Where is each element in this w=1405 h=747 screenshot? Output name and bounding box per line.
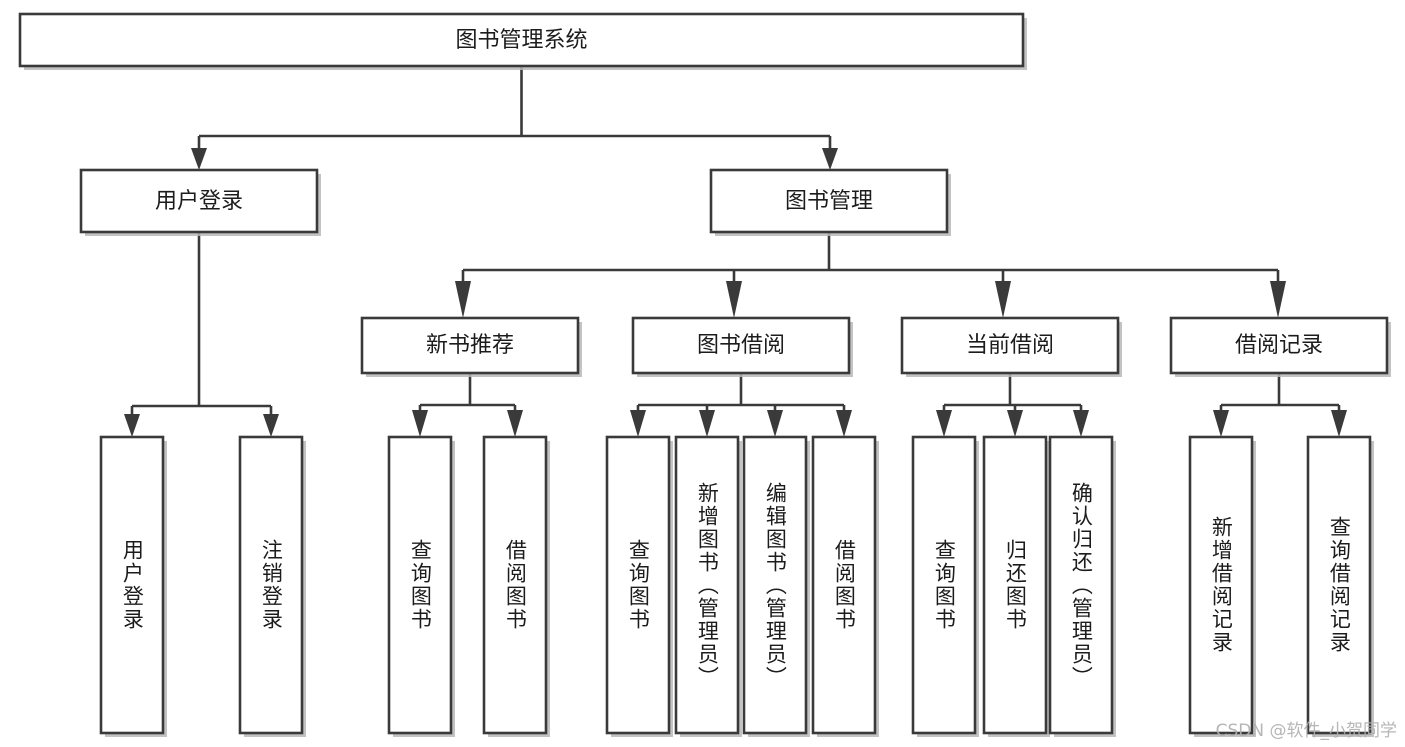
node-borrow-record-label: 借阅记录 bbox=[1235, 333, 1323, 358]
arrow-head-leaf-borrow-book-2 bbox=[836, 410, 852, 437]
node-user-login[interactable]: 用户登录 bbox=[79, 168, 321, 236]
leaf-boxes bbox=[99, 435, 1374, 737]
arrow-head-user-login bbox=[191, 148, 207, 170]
arrow-head-book-manage bbox=[822, 148, 838, 170]
node-layer: 图书管理系统 用户登录 图书管理 新书推荐 bbox=[18, 12, 1391, 737]
node-leaf-logout[interactable] bbox=[238, 435, 306, 737]
node-leaf-borrow-book-1[interactable] bbox=[482, 435, 550, 737]
arrow-head-leaf-user-login bbox=[124, 414, 140, 437]
node-book-borrow-label: 图书借阅 bbox=[697, 333, 785, 358]
node-leaf-query-book-3[interactable] bbox=[911, 435, 979, 737]
node-leaf-query-book-2[interactable] bbox=[605, 435, 673, 737]
node-leaf-query-borrow-record[interactable] bbox=[1306, 435, 1374, 737]
arrow-head-leaf-return-book bbox=[1007, 410, 1023, 437]
node-leaf-return-book[interactable] bbox=[982, 435, 1050, 737]
arrow-head-leaf-edit-book-admin bbox=[767, 410, 783, 437]
node-leaf-user-login[interactable] bbox=[99, 435, 167, 737]
node-leaf-edit-book-admin[interactable] bbox=[742, 435, 810, 737]
connector-layer bbox=[124, 66, 1347, 437]
node-new-book-recommend[interactable]: 新书推荐 bbox=[360, 316, 582, 377]
node-leaf-borrow-book-2[interactable] bbox=[811, 435, 879, 737]
node-borrow-record[interactable]: 借阅记录 bbox=[1169, 316, 1391, 377]
arrow-head-new-book-recommend bbox=[455, 281, 471, 318]
node-leaf-add-book-admin[interactable] bbox=[674, 435, 742, 737]
node-leaf-add-borrow-record[interactable] bbox=[1188, 435, 1256, 737]
node-book-manage[interactable]: 图书管理 bbox=[709, 168, 951, 236]
node-current-borrow-label: 当前借阅 bbox=[966, 333, 1054, 358]
node-current-borrow[interactable]: 当前借阅 bbox=[900, 316, 1122, 377]
arrow-head-leaf-query-book-3 bbox=[936, 410, 952, 437]
node-root[interactable]: 图书管理系统 bbox=[18, 12, 1027, 70]
arrow-head-leaf-query-book-1 bbox=[412, 410, 428, 437]
node-user-login-label: 用户登录 bbox=[155, 189, 243, 214]
node-book-borrow[interactable]: 图书借阅 bbox=[631, 316, 853, 377]
arrow-head-borrow-record bbox=[1270, 281, 1286, 318]
arrow-head-book-borrow bbox=[726, 281, 742, 318]
node-leaf-confirm-return-admin[interactable] bbox=[1048, 435, 1116, 737]
node-book-manage-label: 图书管理 bbox=[785, 189, 873, 214]
arrow-head-current-borrow bbox=[995, 281, 1011, 318]
node-new-book-recommend-label: 新书推荐 bbox=[426, 333, 514, 358]
arrow-head-leaf-borrow-book-1 bbox=[507, 410, 523, 437]
arrow-head-leaf-add-borrow-record bbox=[1213, 410, 1229, 437]
arrow-head-leaf-add-book-admin bbox=[699, 410, 715, 437]
csdn-watermark: CSDN @软件_小贺同学 bbox=[1215, 721, 1397, 741]
node-leaf-query-book-1[interactable] bbox=[387, 435, 455, 737]
arrow-head-leaf-query-book-2 bbox=[630, 410, 646, 437]
arrow-head-leaf-query-borrow-record bbox=[1331, 410, 1347, 437]
node-root-label: 图书管理系统 bbox=[455, 28, 587, 53]
arrow-head-leaf-logout bbox=[263, 414, 279, 437]
arrow-head-leaf-confirm-return-admin bbox=[1073, 410, 1089, 437]
